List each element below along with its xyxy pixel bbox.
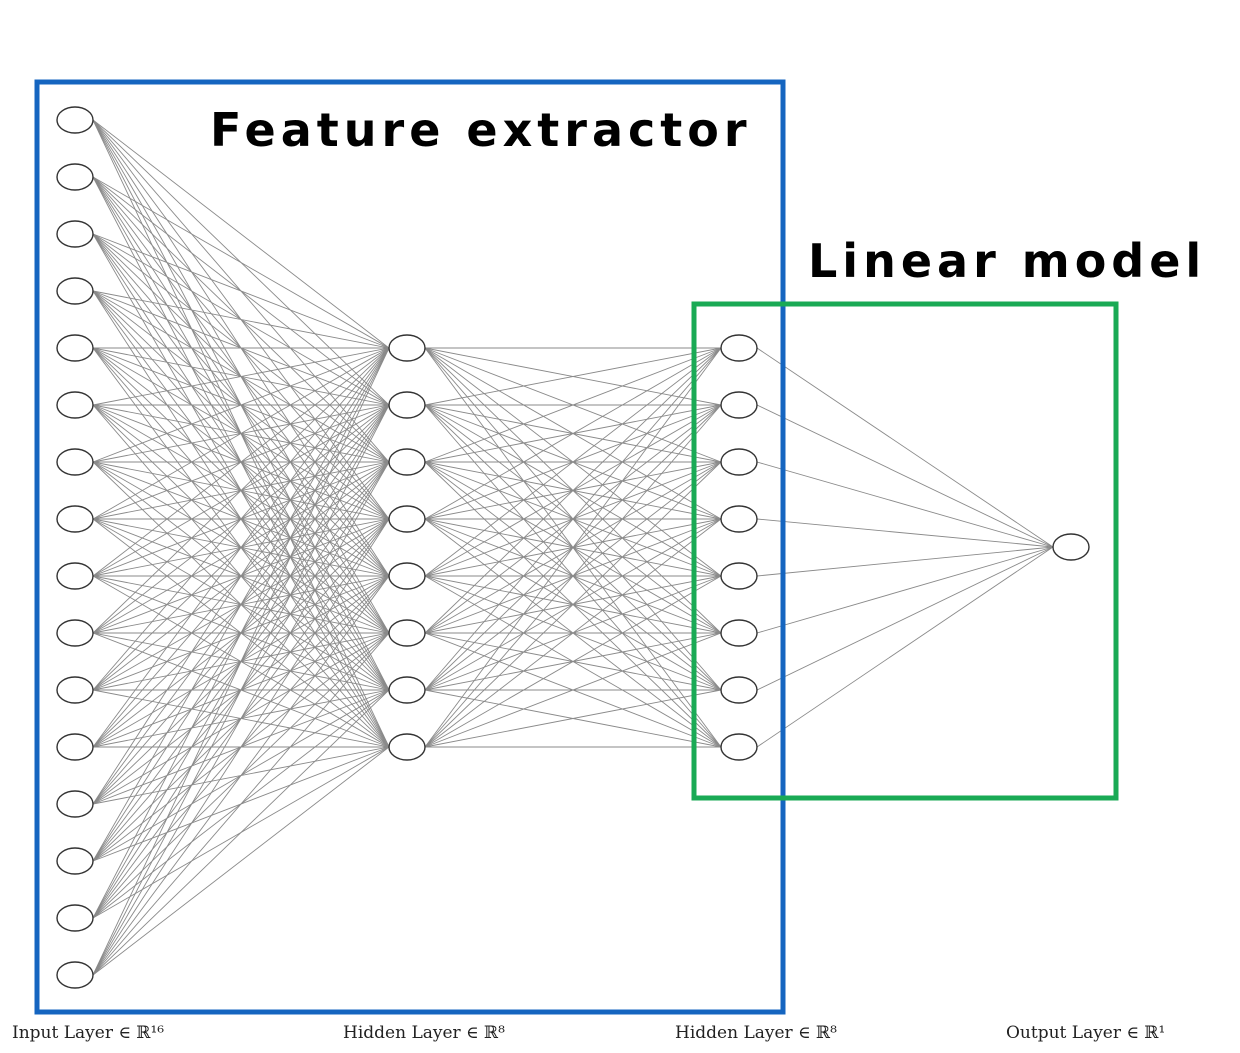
edge-l2-7-0 <box>756 546 1054 748</box>
edge-l0-15-7 <box>92 746 390 976</box>
edge-l1-5-0 <box>424 347 722 634</box>
input-node-8 <box>56 505 94 533</box>
edge-l2-1-0 <box>756 404 1054 548</box>
feature-extractor-title: Feature extractor <box>210 103 752 157</box>
hidden2-node-4 <box>720 505 758 533</box>
edge-l0-15-4 <box>92 575 390 976</box>
edge-l2-2-0 <box>756 461 1054 548</box>
hidden1-node-7 <box>388 676 426 704</box>
input-node-7 <box>56 448 94 476</box>
input-node-12 <box>56 733 94 761</box>
edge-l0-8-0 <box>92 347 390 577</box>
hidden2-node-1 <box>720 334 758 362</box>
edge-l0-14-0 <box>92 347 390 919</box>
edge-l1-4-0 <box>424 347 722 577</box>
edge-l1-7-3 <box>424 518 722 748</box>
edge-l0-15-0 <box>92 347 390 976</box>
edge-l0-13-0 <box>92 347 390 862</box>
hidden1-node-5 <box>388 562 426 590</box>
edge-l1-1-0 <box>424 347 722 406</box>
hidden1-node-4 <box>388 505 426 533</box>
edge-l1-2-0 <box>424 347 722 463</box>
input-node-2 <box>56 163 94 191</box>
edge-l1-7-2 <box>424 461 722 748</box>
input-node-4 <box>56 277 94 305</box>
neuron-nodes <box>56 106 1090 989</box>
input-node-13 <box>56 790 94 818</box>
hidden2-node-8 <box>720 733 758 761</box>
hidden-layer-1-label: Hidden Layer ∈ ℝ⁸ <box>343 1023 505 1043</box>
edge-l0-0-0 <box>92 119 390 349</box>
hidden1-node-6 <box>388 619 426 647</box>
input-node-5 <box>56 334 94 362</box>
edge-l1-7-5 <box>424 632 722 748</box>
edge-l1-7-0 <box>424 347 722 748</box>
input-node-15 <box>56 904 94 932</box>
edge-l0-15-5 <box>92 632 390 976</box>
edge-l0-12-0 <box>92 347 390 805</box>
edge-l1-7-6 <box>424 689 722 748</box>
feature-extractor-box <box>34 79 786 1015</box>
input-node-16 <box>56 961 94 989</box>
hidden1-node-8 <box>388 733 426 761</box>
edge-l0-1-0 <box>92 176 390 349</box>
input-node-1 <box>56 106 94 134</box>
input-node-10 <box>56 619 94 647</box>
edge-l0-5-0 <box>92 347 390 406</box>
edge-l0-2-0 <box>92 233 390 349</box>
edge-l2-6-0 <box>756 546 1054 691</box>
output-layer-label: Output Layer ∈ ℝ¹ <box>1006 1023 1165 1043</box>
edge-l0-6-0 <box>92 347 390 463</box>
hidden1-node-2 <box>388 391 426 419</box>
hidden1-node-1 <box>388 334 426 362</box>
hidden2-node-7 <box>720 676 758 704</box>
hidden2-node-2 <box>720 391 758 419</box>
linear-model-box <box>691 301 1119 801</box>
edge-l0-15-6 <box>92 689 390 976</box>
hidden2-node-5 <box>720 562 758 590</box>
edge-l0-7-0 <box>92 347 390 520</box>
edge-l1-6-0 <box>424 347 722 691</box>
hidden2-node-6 <box>720 619 758 647</box>
input-node-14 <box>56 847 94 875</box>
edge-l0-15-2 <box>92 461 390 976</box>
output-node-1 <box>1052 533 1090 561</box>
edge-l0-15-3 <box>92 518 390 976</box>
edge-l0-15-1 <box>92 404 390 976</box>
input-layer-label: Input Layer ∈ ℝ¹⁶ <box>12 1023 164 1043</box>
input-node-3 <box>56 220 94 248</box>
edge-l2-0-0 <box>756 347 1054 548</box>
edge-l0-9-0 <box>92 347 390 634</box>
edge-l0-10-0 <box>92 347 390 691</box>
edge-l2-3-0 <box>756 518 1054 548</box>
edge-l2-5-0 <box>756 546 1054 634</box>
edge-l0-11-0 <box>92 347 390 748</box>
connection-edges <box>92 119 1054 976</box>
edge-l1-3-0 <box>424 347 722 520</box>
edge-l1-7-4 <box>424 575 722 748</box>
hidden1-node-3 <box>388 448 426 476</box>
hidden-layer-2-label: Hidden Layer ∈ ℝ⁸ <box>675 1023 837 1043</box>
edge-l0-3-0 <box>92 290 390 349</box>
input-node-9 <box>56 562 94 590</box>
hidden2-node-3 <box>720 448 758 476</box>
linear-model-title: Linear model <box>808 234 1206 288</box>
edge-l1-7-1 <box>424 404 722 748</box>
input-node-6 <box>56 391 94 419</box>
input-node-11 <box>56 676 94 704</box>
edge-l2-4-0 <box>756 546 1054 577</box>
